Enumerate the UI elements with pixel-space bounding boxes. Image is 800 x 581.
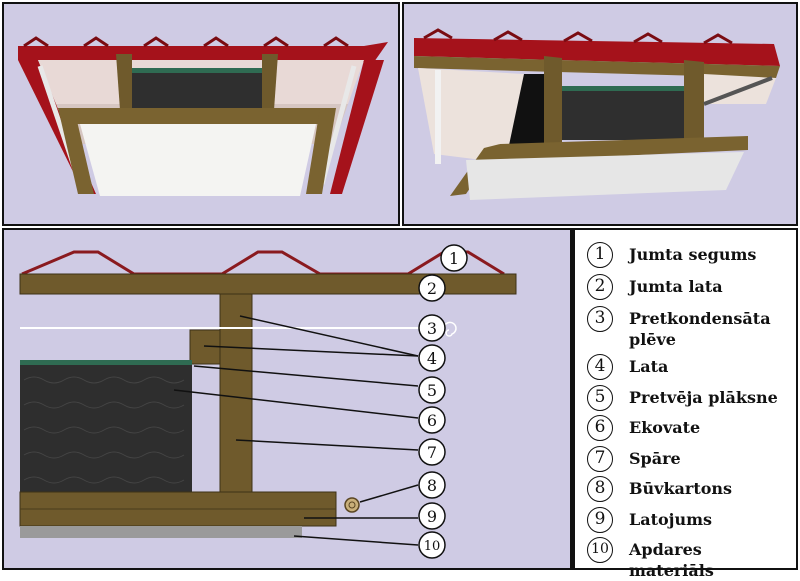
rafter bbox=[219, 293, 253, 493]
legend-item: 6 Ekovate bbox=[587, 415, 789, 441]
legend-number: 4 bbox=[587, 354, 613, 380]
legend-item: 4 Lata bbox=[587, 354, 789, 380]
legend-label: Būvkartons bbox=[629, 479, 733, 498]
render-view-perspective bbox=[402, 2, 798, 226]
legend-number: 2 bbox=[587, 274, 613, 300]
legend-number: 8 bbox=[587, 476, 613, 502]
svg-text:7: 7 bbox=[427, 443, 437, 462]
legend-item: 9 Latojums bbox=[587, 507, 789, 533]
legend-number: 6 bbox=[587, 415, 613, 441]
legend-label: Ekovate bbox=[629, 418, 701, 437]
svg-text:4: 4 bbox=[427, 349, 437, 368]
legend-item: 3 Pretkondensāta plēve bbox=[587, 306, 789, 350]
legend-item: 2 Jumta lata bbox=[587, 274, 789, 300]
svg-text:2: 2 bbox=[427, 279, 437, 298]
svg-text:3: 3 bbox=[427, 319, 437, 338]
legend-label: Jumta segums bbox=[629, 245, 757, 264]
legend-item: 7 Spāre bbox=[587, 446, 789, 472]
legend-item: 5 Pretvēja plāksne bbox=[587, 385, 789, 411]
legend-number: 3 bbox=[587, 306, 613, 332]
legend-label: Lata bbox=[629, 357, 669, 376]
legend-number: 5 bbox=[587, 385, 613, 411]
svg-text:5: 5 bbox=[427, 381, 437, 400]
roof-covering bbox=[21, 250, 505, 276]
insulation bbox=[20, 364, 192, 492]
legend-item: 1 Jumta segums bbox=[587, 242, 789, 268]
legend-label: Jumta lata bbox=[629, 277, 723, 296]
roof-batten bbox=[19, 273, 517, 295]
svg-text:10: 10 bbox=[424, 539, 441, 554]
legend-label: Latojums bbox=[629, 510, 713, 529]
svg-text:9: 9 bbox=[427, 507, 437, 526]
legend-label: Apdares materiāls bbox=[629, 540, 714, 580]
legend: 1 Jumta segums 2 Jumta lata 3 Pretkonden… bbox=[572, 228, 798, 580]
finish-layer bbox=[20, 526, 302, 538]
callouts: 1 2 3 4 5 6 7 8 9 10 bbox=[418, 244, 468, 559]
legend-label: Pretvēja plāksne bbox=[629, 388, 778, 407]
legend-label: Spāre bbox=[629, 449, 681, 468]
legend-number: 10 bbox=[587, 537, 613, 563]
svg-text:6: 6 bbox=[427, 411, 437, 430]
svg-text:8: 8 bbox=[427, 476, 437, 495]
legend-number: 7 bbox=[587, 446, 613, 472]
legend-label: Pretkondensāta plēve bbox=[629, 309, 771, 349]
render-view-front bbox=[2, 2, 400, 226]
legend-number: 9 bbox=[587, 507, 613, 533]
svg-text:1: 1 bbox=[449, 249, 459, 268]
section-diagram: 1 2 3 4 5 6 7 8 9 10 bbox=[2, 228, 572, 570]
legend-item: 8 Būvkartons bbox=[587, 476, 789, 502]
legend-number: 1 bbox=[587, 242, 613, 268]
legend-item: 10 Apdares materiāls bbox=[587, 537, 789, 581]
